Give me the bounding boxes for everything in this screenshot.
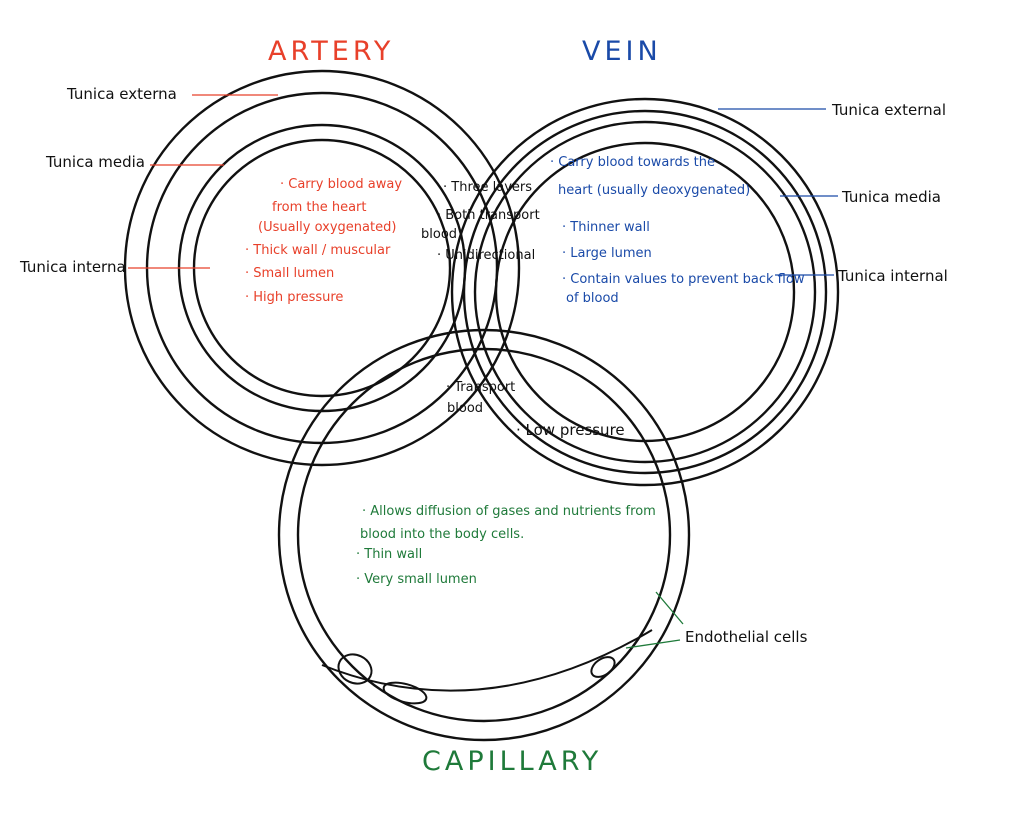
vein-title: VEIN <box>582 36 662 67</box>
overlap-note: blood <box>421 227 457 242</box>
artery-tunica-externa-label: Tunica externa <box>66 85 177 103</box>
endothelial-cell-right <box>590 656 616 678</box>
vein-circle <box>450 97 840 487</box>
overlap-note: · Low pressure <box>516 421 625 439</box>
all-overlap-notes: · Transport blood <box>446 380 515 416</box>
artery-note: · High pressure <box>245 290 343 305</box>
vein-notes: · Carry blood towards the heart (usually… <box>550 155 805 306</box>
overlap-note: · Three layers <box>443 180 532 195</box>
artery-note: (Usually oxygenated) <box>258 220 396 235</box>
artery-note: from the heart <box>272 200 367 215</box>
endothelial-cell-bottom <box>382 681 428 705</box>
capillary-notes: · Allows diffusion of gases and nutrient… <box>356 504 656 587</box>
endothelial-cells-label: Endothelial cells <box>685 628 808 646</box>
vein-note: of blood <box>566 291 619 306</box>
vein-note: heart (usually deoxygenated) <box>558 183 750 198</box>
overlap-note: blood <box>447 401 483 416</box>
artery-note: · Small lumen <box>245 266 334 281</box>
vein-note: · Large lumen <box>562 246 652 261</box>
capillary-note: · Thin wall <box>356 547 422 562</box>
endothelial-cells <box>337 653 616 705</box>
vein-note: · Thinner wall <box>562 220 650 235</box>
overlap-note: · Transport <box>446 380 515 395</box>
capillary-circle <box>277 328 691 742</box>
endothelial-leader-upper <box>655 591 684 625</box>
endothelial-leader-lower <box>625 639 681 649</box>
vein-note: · Carry blood towards the <box>550 155 715 170</box>
vein-tunica-external-label: Tunica external <box>831 101 946 119</box>
artery-note: · Thick wall / muscular <box>245 243 391 258</box>
overlap-note: · Both transport <box>437 208 540 223</box>
overlap-note: · Unidirectional <box>437 248 535 263</box>
vein-note: · Contain values to prevent back flow <box>562 272 805 287</box>
endothelial-cell-left <box>337 653 373 685</box>
capillary-note: blood into the body cells. <box>360 527 524 542</box>
artery-vein-overlap-notes: · Three layers · Both transport blood · … <box>421 180 540 263</box>
vein-capillary-overlap-notes: · Low pressure <box>516 421 625 439</box>
artery-note: · Carry blood away <box>280 177 402 192</box>
artery-title: ARTERY <box>268 36 394 67</box>
artery-tunica-interna-label: Tunica interna <box>19 258 126 276</box>
vein-tunica-internal-label: Tunica internal <box>837 267 948 285</box>
artery-notes: · Carry blood away from the heart (Usual… <box>245 177 402 305</box>
artery-tunica-media-label: Tunica media <box>45 153 145 171</box>
capillary-note: · Very small lumen <box>356 572 477 587</box>
capillary-note: · Allows diffusion of gases and nutrient… <box>362 504 656 519</box>
vein-tunica-media-label: Tunica media <box>841 188 941 206</box>
capillary-title: CAPILLARY <box>422 746 602 777</box>
